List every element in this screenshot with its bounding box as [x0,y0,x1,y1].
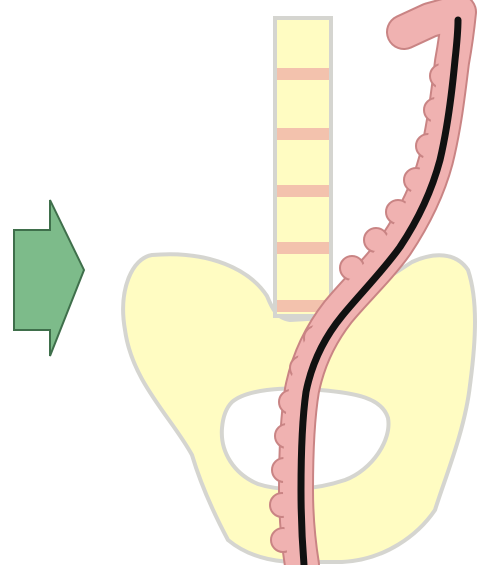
disc-2 [277,128,329,140]
pointer-arrow [14,200,84,356]
disc-1 [277,68,329,80]
spine-column [275,18,331,316]
disc-3 [277,185,329,197]
disc-4 [277,242,329,254]
